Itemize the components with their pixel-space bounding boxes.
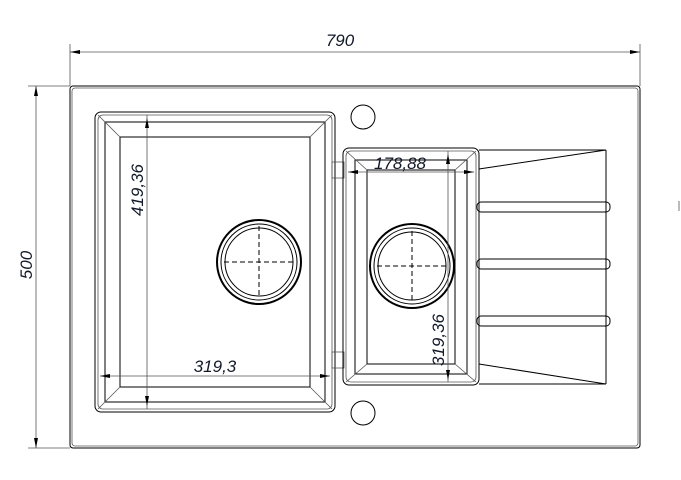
small-bowl: 178,88 319,36	[342, 147, 480, 386]
dim-small-bowl-depth: 319,36	[429, 313, 448, 366]
depth-dimension: 500	[17, 85, 70, 449]
sink-outline	[69, 85, 641, 449]
tap-hole-icon	[350, 104, 376, 130]
drain-icon	[369, 223, 455, 309]
dim-small-bowl-width: 178,88	[374, 154, 427, 173]
drainboard	[476, 149, 611, 385]
dim-main-bowl-depth: 419,36	[128, 163, 147, 216]
width-dimension: 790	[69, 31, 641, 86]
tap-hole-icon	[350, 400, 376, 426]
main-bowl: 419,36 319,3	[94, 111, 336, 413]
dim-overall-depth: 500	[17, 250, 36, 279]
dim-overall-width: 790	[326, 31, 355, 50]
drain-icon	[216, 219, 302, 305]
dim-main-bowl-width: 319,3	[194, 357, 237, 376]
